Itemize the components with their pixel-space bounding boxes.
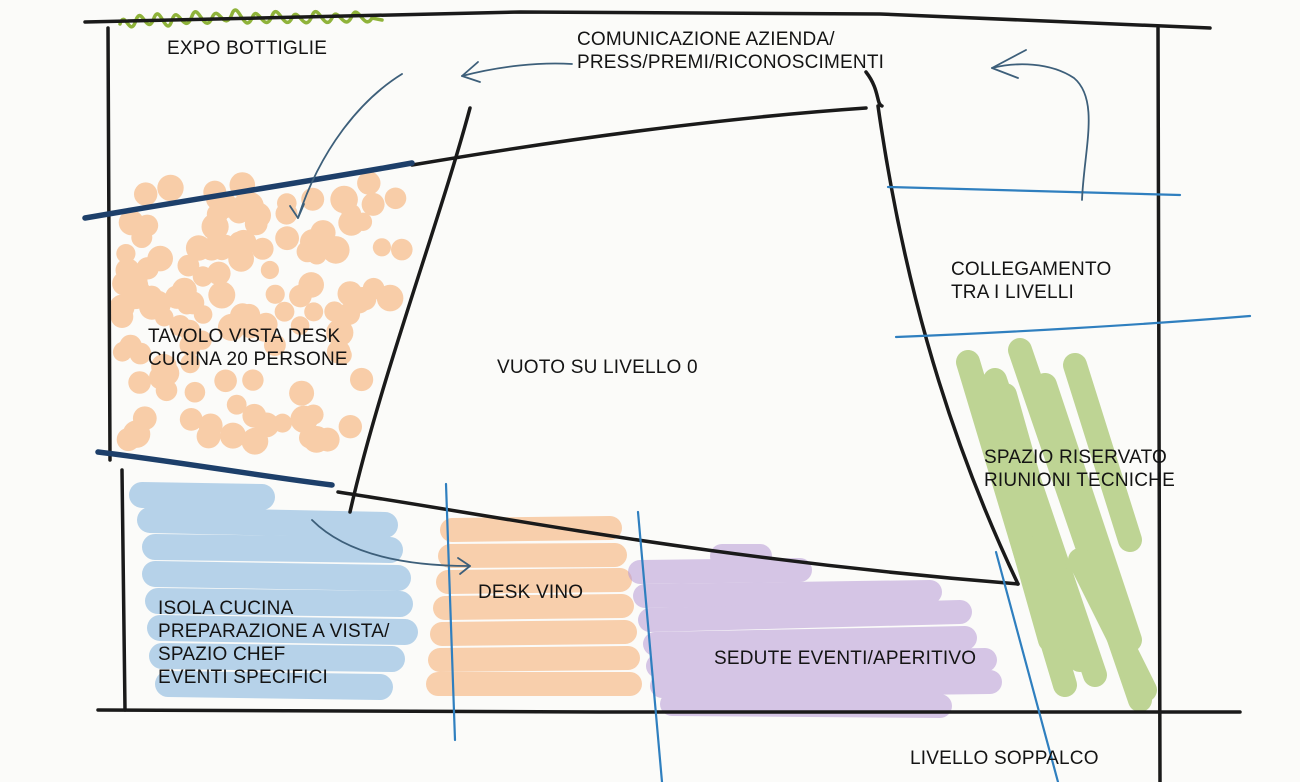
tavolo-dot (214, 369, 237, 393)
tavolo-label: TAVOLO VISTA DESK CUCINA 20 PERSONE (148, 326, 348, 370)
tavolo-dot (264, 334, 286, 356)
tavolo-dot (116, 244, 136, 264)
expo-bottiglie-label: EXPO BOTTIGLIE (167, 38, 328, 59)
tavolo-dot (157, 174, 184, 202)
tavolo-dot (206, 203, 228, 225)
collegamento-label: COLLEGAMENTO TRA I LIVELLI (951, 259, 1112, 303)
tavolo-dot (254, 312, 278, 336)
tavolo-dot (130, 282, 152, 304)
tavolo-dot (362, 277, 385, 300)
tavolo-dot (128, 371, 151, 394)
tavolo-dot (290, 405, 318, 433)
void-outline (336, 70, 1020, 586)
sedute-label: SEDUTE EVENTI/APERITIVO (714, 648, 977, 669)
arrow-isola-to-desk (311, 519, 471, 567)
tavolo-dot (289, 380, 315, 406)
arrow-to-tavolo (297, 73, 403, 219)
tavolo-dot (192, 330, 212, 350)
tavolo-dot (172, 277, 197, 303)
tavolo-dot (200, 237, 224, 261)
level-connection-lines (444, 185, 1252, 782)
desk-vino-label: DESK VINO (478, 582, 584, 603)
spazio-riservato-label: SPAZIO RISERVATO RIUNIONI TECNICHE (984, 447, 1175, 491)
tavolo-dot (290, 316, 310, 335)
tavolo-dot (361, 192, 385, 216)
tavolo-dot (134, 182, 158, 206)
tavolo-dot (265, 284, 285, 304)
tavolo-dot (207, 261, 231, 286)
isola-cucina-fill (129, 482, 418, 700)
tavolo-dot (179, 408, 203, 431)
tavolo-dot (241, 427, 269, 455)
tavolo-dot (184, 381, 206, 403)
vuoto-label: VUOTO SU LIVELLO 0 (497, 357, 698, 378)
tavolo-dot (337, 281, 363, 307)
tavolo-dot (113, 341, 133, 361)
tavolo-dot (384, 187, 407, 210)
tavolo-dot (326, 319, 354, 347)
flow-arrows (289, 49, 1090, 575)
tavolo-dot (273, 413, 292, 433)
tavolo-dot (260, 260, 279, 280)
arrow-to-comunicazione-left (461, 62, 573, 77)
tavolo-dot (251, 237, 274, 260)
tavolo-dot (196, 424, 221, 449)
tavolo-dot (391, 238, 413, 261)
tavolo-dot (219, 422, 246, 449)
outer-walls (83, 10, 1242, 782)
tavolo-dot (241, 320, 260, 339)
tavolo-dot (274, 301, 295, 322)
spazio-riservato-fill (956, 338, 1157, 712)
tavolo-dot (310, 220, 336, 246)
tavolo-dot (330, 185, 358, 214)
tavolo-dot (151, 353, 177, 379)
tavolo-dot-fill (109, 171, 413, 455)
livello-soppalco-label: LIVELLO SOPPALCO (910, 748, 1099, 769)
tavolo-dot (129, 342, 152, 365)
tavolo-dot (338, 415, 362, 439)
tavolo-dot (230, 229, 257, 256)
tavolo-dot (115, 258, 140, 283)
tavolo-dot (135, 409, 154, 429)
tavolo-dot (304, 302, 324, 322)
tavolo-dot (372, 238, 391, 257)
tavolo-dot (226, 394, 247, 415)
tavolo-dot (275, 226, 299, 251)
tavolo-dot (303, 426, 330, 453)
tavolo-dot (208, 281, 236, 309)
tavolo-dot (242, 369, 264, 391)
tavolo-dot (177, 254, 200, 277)
tavolo-dot (326, 340, 351, 364)
comunicazione-label: COMUNICAZIONE AZIENDA/ PRESS/PREMI/RICON… (577, 29, 885, 73)
tavolo-dot (136, 257, 159, 280)
tavolo-dot (289, 284, 312, 308)
tavolo-dot (116, 427, 140, 452)
tavolo-dot (357, 171, 381, 195)
tavolo-dot (193, 305, 213, 324)
tavolo-dot (338, 209, 365, 236)
tavolo-dot (180, 353, 200, 374)
desk-vino-fill (426, 516, 642, 696)
tavolo-dot (109, 294, 135, 320)
isola-cucina-label: ISOLA CUCINA PREPARAZIONE A VISTA/ SPAZI… (158, 598, 390, 688)
tavolo-dot (236, 192, 264, 219)
tavolo-dot (169, 315, 191, 337)
tavolo-dot (350, 367, 374, 392)
tavolo-dot (324, 301, 345, 322)
navy-edges (82, 160, 415, 488)
tavolo-dot (244, 212, 268, 236)
tavolo-dot (136, 216, 156, 236)
arrow-to-comunicazione-right (991, 63, 1090, 201)
